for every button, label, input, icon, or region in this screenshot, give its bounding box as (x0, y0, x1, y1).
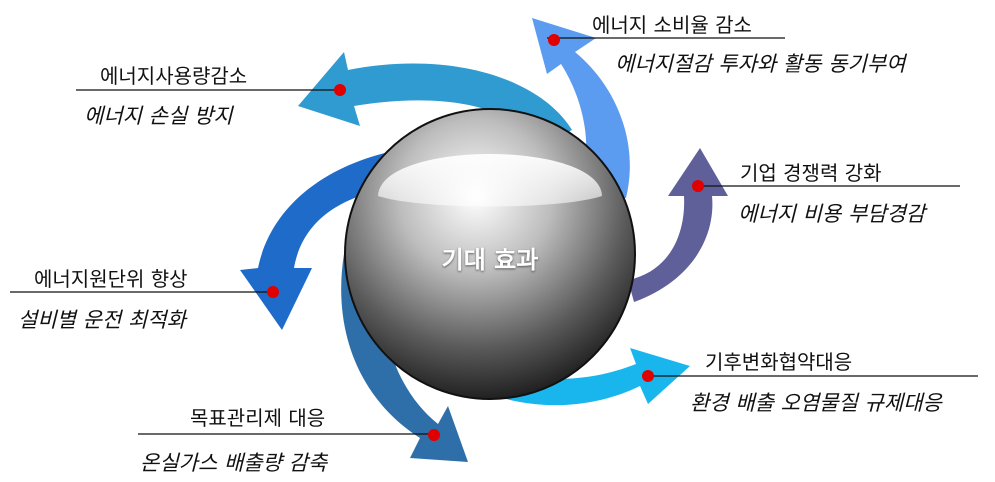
item-title-target-management: 목표관리제 대응 (190, 406, 326, 430)
item-title-competitiveness: 기업 경쟁력 강화 (740, 161, 882, 185)
arrow-energy-usage (298, 52, 572, 146)
center-title: 기대 효과 (441, 246, 539, 274)
marker-energy-usage (334, 84, 346, 96)
item-subtitle-energy-usage: 에너지 손실 방지 (84, 104, 233, 128)
item-subtitle-climate-convention: 환경 배출 오염물질 규제대응 (690, 391, 942, 415)
item-subtitle-target-management: 온실가스 배출량 감축 (140, 451, 328, 475)
marker-target-management (428, 429, 440, 441)
marker-energy-unit (267, 286, 279, 298)
arrow-energy-consumption-rate (532, 18, 630, 198)
marker-climate-convention (642, 370, 654, 382)
arrow-energy-unit (240, 150, 410, 330)
item-subtitle-energy-unit: 설비별 운전 최적화 (18, 308, 186, 332)
item-title-energy-unit: 에너지원단위 향상 (34, 267, 188, 291)
marker-energy-consumption-rate (548, 34, 560, 46)
item-title-energy-usage: 에너지사용량감소 (100, 64, 248, 88)
item-title-energy-consumption-rate: 에너지 소비율 감소 (592, 13, 752, 37)
marker-competitiveness (692, 180, 704, 192)
item-title-climate-convention: 기후변화협약대응 (705, 350, 853, 374)
item-subtitle-energy-consumption-rate: 에너지절감 투자와 활동 동기부여 (615, 52, 906, 76)
arrow-competitiveness (628, 148, 728, 302)
item-subtitle-competitiveness: 에너지 비용 부담경감 (738, 202, 926, 226)
sphere-highlight (378, 154, 602, 207)
